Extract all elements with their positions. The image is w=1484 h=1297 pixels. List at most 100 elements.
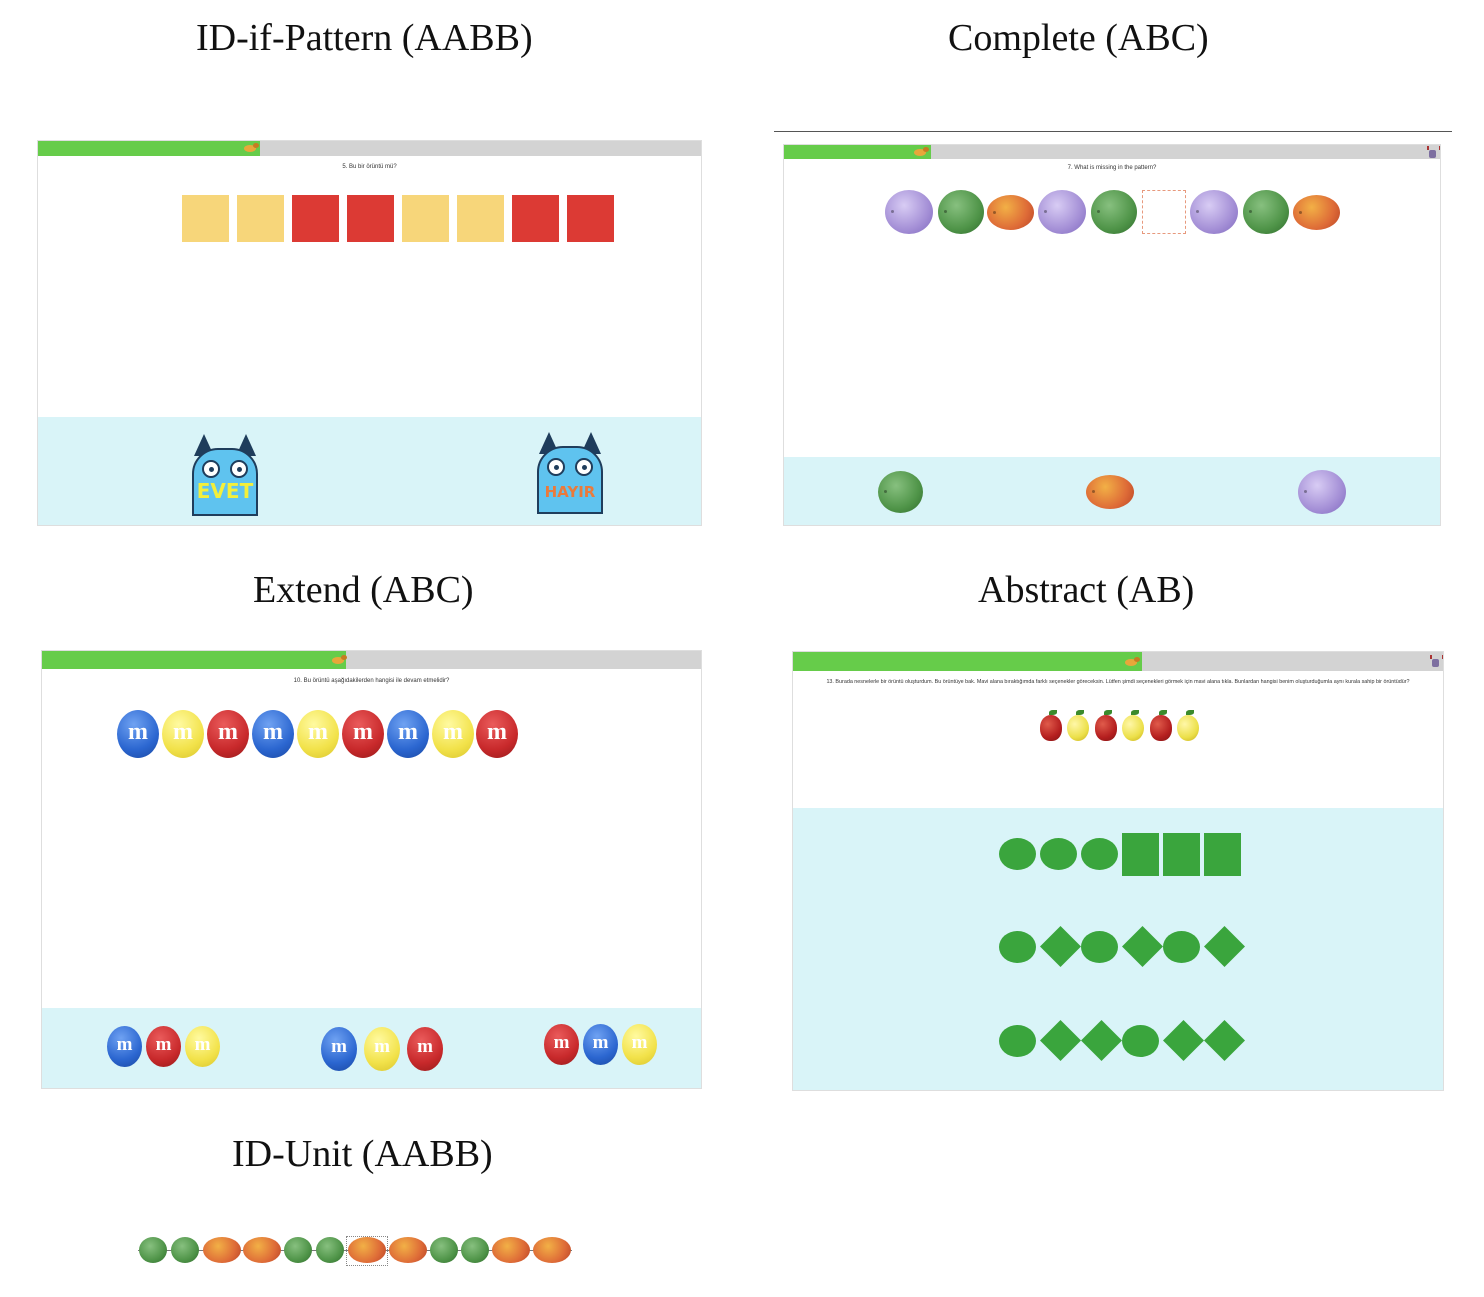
pattern-square [567,195,614,242]
pattern-ball [885,190,933,234]
bird-icon [242,142,260,154]
candy-m: m [432,710,474,758]
no-label: HAYIR [544,483,596,501]
fruit [1122,710,1144,741]
bead[interactable] [203,1237,241,1263]
bead[interactable] [316,1237,344,1263]
candy-m: m [252,710,294,758]
pattern-square [237,195,284,242]
progress-bar [42,651,701,669]
bead[interactable] [243,1237,281,1263]
pattern-ball [1190,190,1238,234]
bird-icon [912,146,930,158]
title-complete: Complete (ABC) [948,17,1209,59]
cat-eye-icon [230,460,248,478]
pattern-square [457,195,504,242]
title-extend: Extend (ABC) [253,569,474,611]
progress-bar [784,145,1440,159]
bead[interactable] [348,1237,386,1263]
selection-box [346,1236,388,1266]
candy-m: m [162,710,204,758]
fruit [1150,710,1172,741]
pattern-square [347,195,394,242]
progress-fill [38,141,260,156]
candy-m: m [387,710,429,758]
cat-eye-icon [202,460,220,478]
cat-eye-icon [575,458,593,476]
bird-icon [1123,656,1141,668]
square-shape [1163,833,1200,876]
pattern-ball [1293,195,1340,230]
bead[interactable] [492,1237,530,1263]
panel-extend: 10. Bu örüntü aşağıdakilerden hangisi il… [41,650,702,1089]
candy-m: m [364,1027,400,1071]
oval-shape [999,838,1036,870]
diamond-shape [1039,925,1082,968]
panel-complete: 7. What is missing in the pattern? [783,144,1441,526]
progress-fill [784,145,931,159]
bead[interactable] [461,1237,489,1263]
panel-abstract: 13. Burada nesnelerle bir örüntü oluştur… [792,651,1444,1091]
oval-shape [999,931,1036,963]
candy-m: m [207,710,249,758]
cat-body [537,446,603,514]
question-text: 7. What is missing in the pattern? [1067,165,1157,171]
question-text: 13. Burada nesnelerle bir örüntü oluştur… [826,679,1410,685]
oval-shape [1163,931,1200,963]
no-cat-button[interactable]: HAYIR [535,432,605,514]
fruit [1067,710,1089,741]
progress-fill [793,652,1142,671]
robot-icon [1427,146,1440,158]
oval-shape [999,1025,1036,1057]
bead[interactable] [171,1237,199,1263]
square-shape [1122,833,1159,876]
candy-m: m [185,1026,220,1067]
candy-m: m [544,1024,579,1065]
yes-label: EVET [196,479,254,503]
separator-line [774,131,1452,132]
pattern-ball [1243,190,1289,234]
option-ball-green[interactable] [878,471,923,513]
candy-m: m [146,1026,181,1067]
pattern-ball [1038,190,1086,234]
candy-m: m [321,1027,357,1071]
bead[interactable] [389,1237,427,1263]
option-ball-purple[interactable] [1298,470,1346,514]
pattern-ball [987,195,1034,230]
pattern-square [292,195,339,242]
pattern-square [512,195,559,242]
pattern-square [182,195,229,242]
candy-m: m [107,1026,142,1067]
candy-m: m [476,710,518,758]
bead[interactable] [430,1237,458,1263]
cat-body [192,448,258,516]
fruit [1095,710,1117,741]
progress-bar [38,141,701,156]
bead[interactable] [284,1237,312,1263]
square-shape [1204,833,1241,876]
fruit [1177,710,1199,741]
answer-area: EVET HAYIR [38,417,701,525]
oval-shape [1081,838,1118,870]
oval-shape [1122,1025,1159,1057]
bead[interactable] [139,1237,167,1263]
option-ball-orange[interactable] [1086,475,1134,509]
diamond-shape [1203,1019,1246,1062]
panel-id-if-pattern: 5. Bu bir örüntü mü? EVET HAYIR [37,140,702,526]
candy-m: m [622,1024,657,1065]
bead[interactable] [533,1237,571,1263]
diamond-shape [1121,925,1164,968]
diamond-shape [1203,925,1246,968]
answer-area [784,457,1440,525]
candy-m: m [117,710,159,758]
yes-cat-button[interactable]: EVET [190,434,260,516]
bird-icon [330,654,348,666]
title-abstract: Abstract (AB) [978,569,1195,611]
pattern-ball [938,190,984,234]
missing-slot[interactable] [1142,190,1186,234]
answer-area: m m m m m m m m m [42,1008,701,1088]
progress-bar [793,652,1443,671]
question-text: 5. Bu bir örüntü mü? [342,164,397,170]
diamond-shape [1080,1019,1123,1062]
answer-area [793,808,1443,1090]
